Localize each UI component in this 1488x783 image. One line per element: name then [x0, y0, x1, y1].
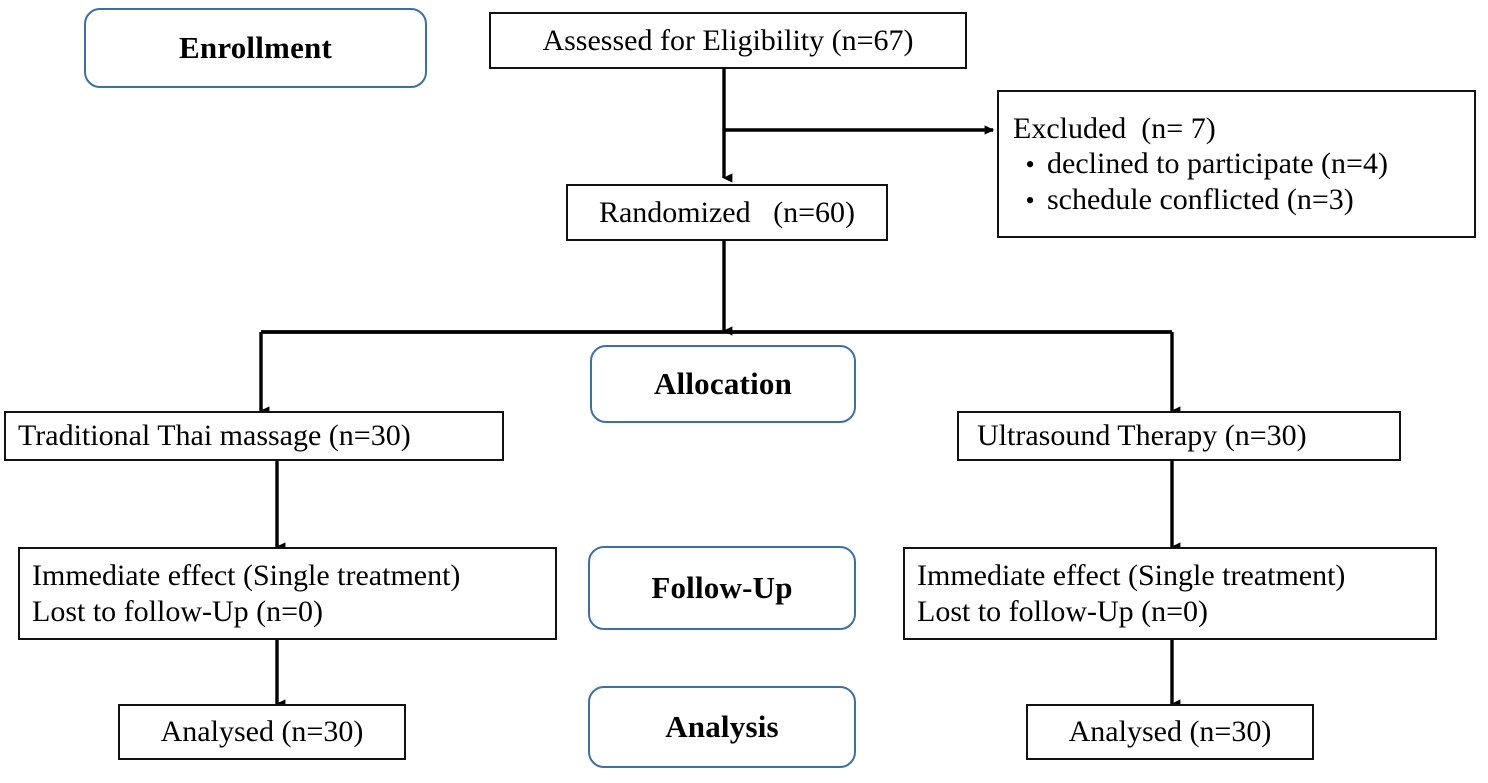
node-left-followup-line1: Immediate effect (Single treatment) [32, 559, 461, 593]
node-randomized-text: Randomized (n=60) [598, 195, 856, 229]
node-right-allocation-ultrasound: Ultrasound Therapy (n=30) [957, 411, 1401, 461]
node-right-allocation-text: Ultrasound Therapy (n=30) [977, 419, 1307, 453]
list-item: • declined to participate (n=4) [1013, 146, 1462, 181]
bullet-icon: • [1025, 150, 1035, 180]
node-left-allocation-thai-massage: Traditional Thai massage (n=30) [4, 411, 504, 461]
stage-label-analysis: Analysis [588, 686, 856, 768]
node-excluded-reason-declined: declined to participate (n=4) [1047, 147, 1388, 181]
node-assessed-for-eligibility: Assessed for Eligibility (n=67) [489, 12, 967, 69]
node-excluded-reason-schedule: schedule conflicted (n=3) [1047, 182, 1354, 216]
node-excluded-heading: Excluded (n= 7) [1013, 111, 1216, 145]
node-right-followup-line2: Lost to follow-Up (n=0) [917, 594, 1209, 628]
stage-label-enrollment: Enrollment [84, 8, 427, 88]
stage-label-allocation-text: Allocation [653, 366, 793, 401]
node-left-followup-line2: Lost to follow-Up (n=0) [32, 594, 324, 628]
node-left-analysed: Analysed (n=30) [118, 704, 406, 760]
stage-label-enrollment-text: Enrollment [179, 30, 332, 65]
node-left-followup: Immediate effect (Single treatment) Lost… [18, 547, 557, 640]
node-right-analysed: Analysed (n=30) [1026, 704, 1314, 760]
node-randomized: Randomized (n=60) [566, 184, 888, 241]
node-excluded-reason-list: • declined to participate (n=4) • schedu… [1013, 146, 1462, 217]
bullet-icon: • [1025, 185, 1035, 215]
list-item: • schedule conflicted (n=3) [1013, 182, 1462, 217]
node-right-analysed-text: Analysed (n=30) [1068, 715, 1272, 749]
node-left-analysed-text: Analysed (n=30) [160, 715, 364, 749]
node-assessed-text: Assessed for Eligibility (n=67) [542, 23, 914, 57]
node-excluded: Excluded (n= 7) • declined to participat… [997, 90, 1476, 238]
stage-label-allocation: Allocation [590, 345, 856, 423]
stage-label-followup-text: Follow-Up [651, 570, 793, 605]
node-right-followup: Immediate effect (Single treatment) Lost… [903, 547, 1437, 640]
stage-label-followup: Follow-Up [588, 546, 856, 630]
node-right-followup-line1: Immediate effect (Single treatment) [917, 559, 1346, 593]
stage-label-analysis-text: Analysis [665, 709, 779, 744]
node-left-allocation-text: Traditional Thai massage (n=30) [18, 419, 411, 453]
